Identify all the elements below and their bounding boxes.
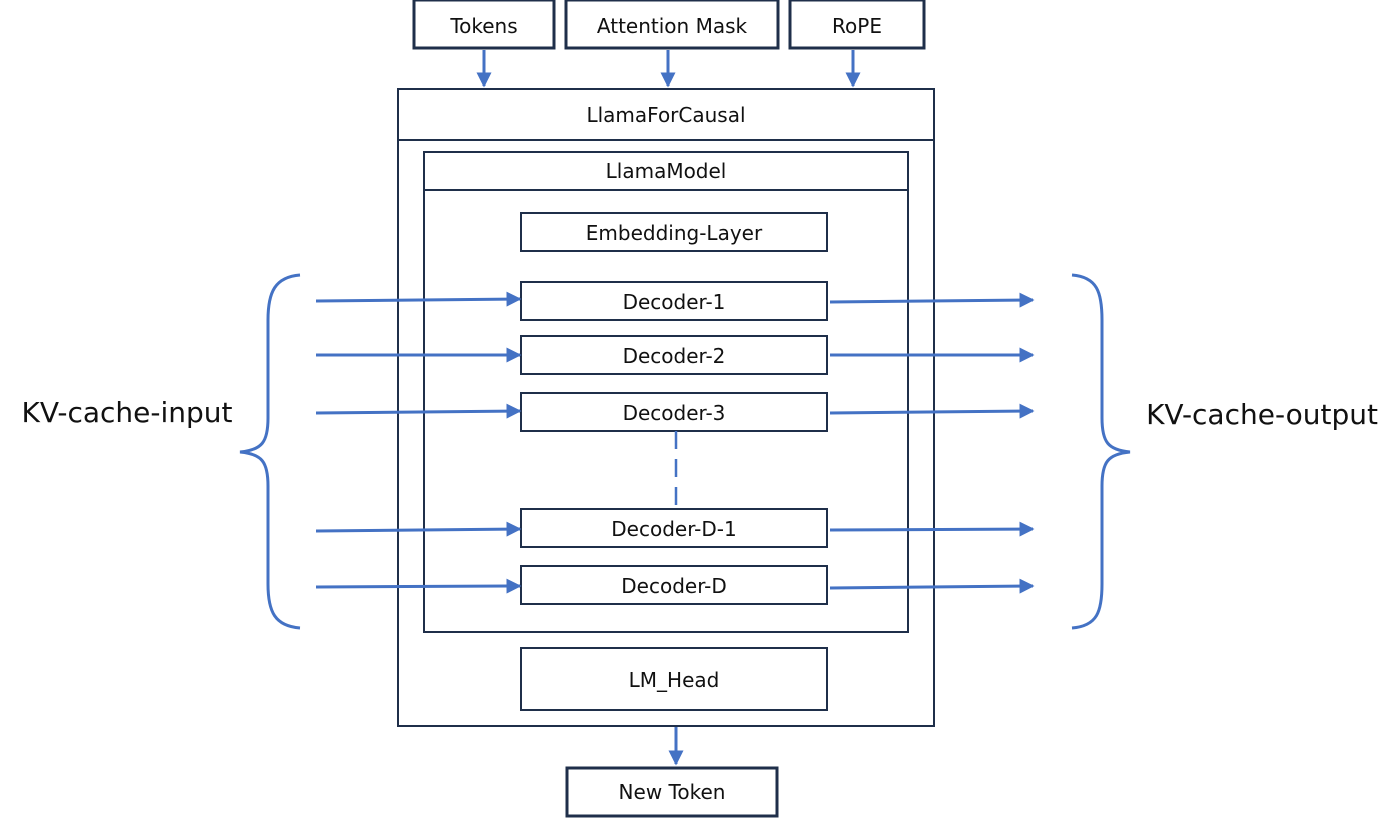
new-token-output-box: New Token	[565, 766, 779, 818]
llama-model-module: LlamaModel	[423, 151, 909, 633]
tokens-input-box: Tokens	[412, 0, 556, 50]
lm-head-label: LM_Head	[629, 668, 720, 692]
decoder-label: Decoder-D	[621, 574, 727, 598]
embedding-layer-label: Embedding-Layer	[586, 221, 763, 245]
rope-input-box: RoPE	[788, 0, 926, 50]
decoder-label: Decoder-1	[623, 290, 726, 314]
kv-cache-output-arrows	[829, 292, 1035, 594]
rope-label: RoPE	[832, 14, 882, 38]
decoder-box: Decoder-3	[520, 392, 828, 432]
decoder-label: Decoder-3	[623, 401, 726, 425]
decoder-box: Decoder-2	[520, 335, 828, 375]
llama-for-causal-title: LlamaForCausal	[586, 103, 745, 127]
attention-mask-input-box: Attention Mask	[564, 0, 780, 50]
decoder-box: Decoder-D-1	[520, 508, 828, 548]
decoder-label: Decoder-D-1	[611, 517, 736, 541]
kv-cache-input-arrows	[315, 291, 522, 594]
llama-model-title: LlamaModel	[606, 159, 727, 183]
decoder-label: Decoder-2	[623, 344, 726, 368]
decoder-box: Decoder-1	[520, 281, 828, 321]
new-token-label: New Token	[619, 780, 726, 804]
decoder-box: Decoder-D	[520, 565, 828, 605]
kv-cache-input-label: KV-cache-input	[21, 396, 232, 429]
lm-head-box: LM_Head	[520, 647, 828, 711]
embedding-layer-box: Embedding-Layer	[520, 212, 828, 252]
llama-for-causal-module: LlamaForCausal	[397, 88, 935, 727]
kv-cache-output-brace	[1071, 273, 1131, 630]
kv-cache-output-label: KV-cache-output	[1146, 398, 1378, 431]
tokens-label: Tokens	[449, 14, 517, 38]
kv-cache-input-brace	[239, 273, 301, 630]
attention-mask-label: Attention Mask	[597, 14, 748, 38]
